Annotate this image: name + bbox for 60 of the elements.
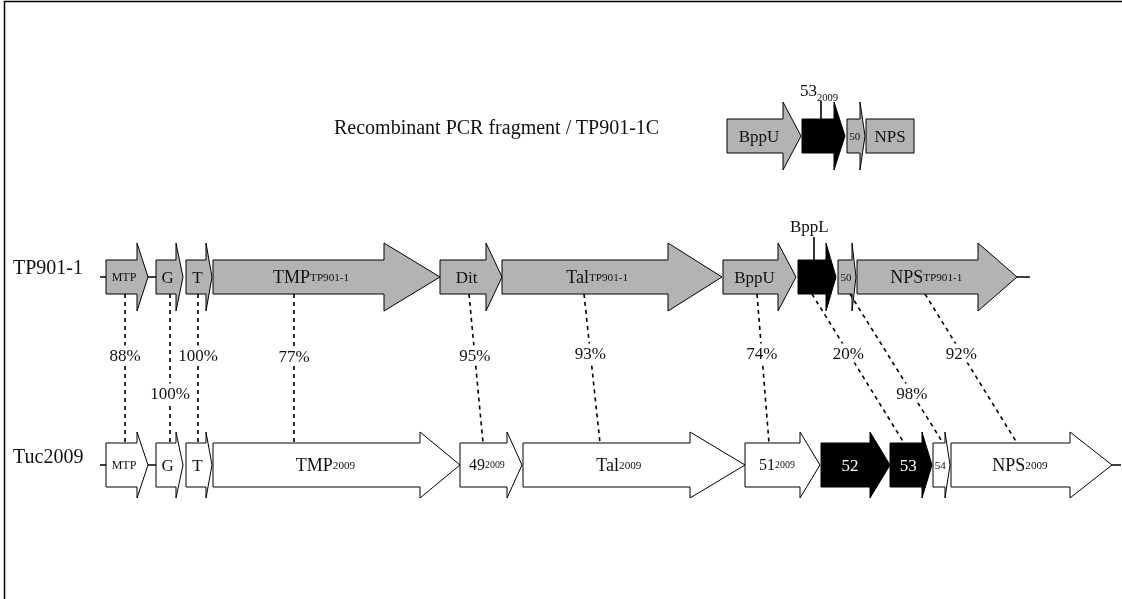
gene-label: 53$_{2009}$ [800,82,839,99]
gene-label: 53 [898,454,918,477]
gene-block [106,243,148,311]
homology-line [468,293,484,444]
gene-block [106,432,148,498]
gene-block [213,432,460,498]
gene-label: 54 [933,457,947,473]
homology-line [197,293,199,444]
leader-line [813,236,815,261]
edge-label: 98% [895,383,929,403]
homology-line [169,293,171,444]
edge-label: 93% [573,343,607,363]
gene-block [213,243,440,311]
gene-block [523,432,745,498]
gene-block [951,432,1112,498]
gene-block [723,243,796,311]
leader-line [820,100,822,120]
gene-block [890,432,932,498]
row-label: Recombinant PCR fragment / TP901-1C [334,117,660,137]
gene-label: BppL [790,218,829,235]
gene-label: 52 [840,454,860,477]
gene-label: G [160,454,175,477]
gene-label: NPS [873,125,907,148]
gene-block [847,102,865,170]
gene-block [798,243,836,311]
gene-label: T [191,266,204,289]
gene-label: 50 [848,128,862,144]
edge-label: 20% [831,343,865,363]
homology-line [583,293,601,444]
gene-label: MTP [110,457,138,474]
gene-block [838,243,856,311]
gene-block [821,432,890,498]
gene-block [745,432,820,498]
gene-block [460,432,522,498]
gene-label: BppU [737,125,781,148]
gene-box [866,119,914,153]
gene-block [440,243,502,311]
gene-block [727,102,801,170]
gene-label: T [191,454,204,477]
gene-block [802,102,845,170]
gene-block [502,243,722,311]
gene-block [933,432,950,498]
edge-label: 74% [745,343,779,363]
homology-line [124,293,126,444]
homology-line [293,293,295,444]
homology-line [756,293,770,444]
gene-block [186,432,212,498]
gene-block [156,432,183,498]
gene-label: BppU [733,266,776,289]
gene-block [156,243,183,311]
gene-label: G [160,266,175,289]
row-label: TP901-1 [13,257,83,277]
row-label: Tuc2009 [13,446,84,466]
edge-label: 100% [149,383,191,403]
gene-label: 50 [839,269,853,285]
gene-block [186,243,212,311]
edge-label: 92% [944,343,978,363]
gene-label: Dit [454,266,479,289]
gene-block [857,243,1017,311]
gene-label: MTP [110,269,138,286]
